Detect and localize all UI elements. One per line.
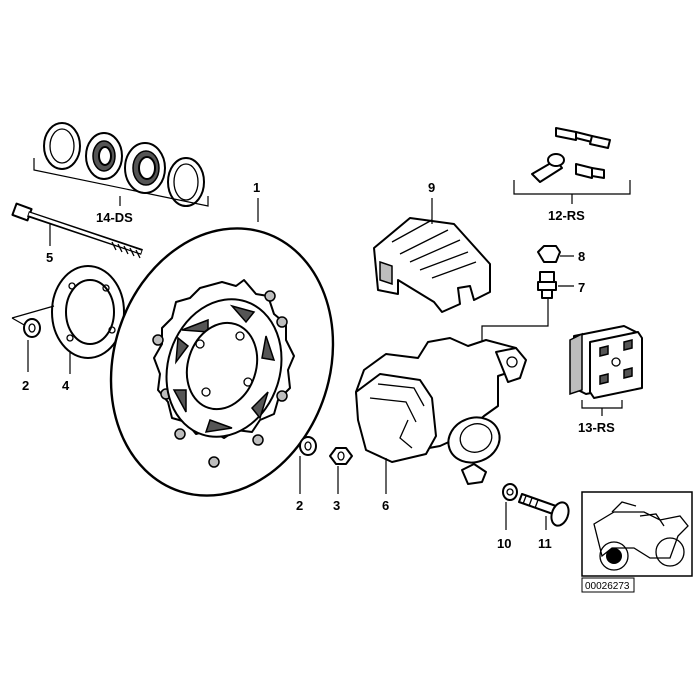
- label-1: 1: [253, 180, 260, 195]
- caliper-bolt[interactable]: [518, 493, 572, 528]
- brake-disc[interactable]: [77, 199, 366, 524]
- brake-caliper[interactable]: [355, 337, 527, 485]
- label-7: 7: [578, 280, 585, 295]
- long-bolt[interactable]: [11, 202, 143, 259]
- label-14-ds: 14-DS: [96, 210, 133, 225]
- bleed-valve[interactable]: [537, 271, 557, 299]
- label-2-left: 2: [22, 378, 29, 393]
- motorcycle-thumbnail: [581, 491, 693, 577]
- diagram-code-box: 00026273: [581, 577, 635, 593]
- label-5: 5: [46, 250, 53, 265]
- label-8: 8: [578, 249, 585, 264]
- hex-nut[interactable]: [329, 447, 353, 465]
- label-13-rs: 13-RS: [578, 420, 615, 435]
- brake-pads[interactable]: [569, 325, 643, 399]
- label-2-right: 2: [296, 498, 303, 513]
- label-11: 11: [538, 536, 552, 551]
- label-4: 4: [62, 378, 70, 393]
- seal-set-group[interactable]: [43, 122, 205, 207]
- label-9: 9: [428, 180, 435, 195]
- washer-caliper[interactable]: [502, 483, 518, 501]
- diagram-code: 00026273: [585, 581, 630, 592]
- label-6: 6: [382, 498, 389, 513]
- bleed-cap[interactable]: [537, 245, 561, 263]
- hub-flange[interactable]: [51, 265, 125, 359]
- label-10: 10: [497, 536, 511, 551]
- washer-left[interactable]: [23, 318, 41, 338]
- pin-kit[interactable]: [531, 127, 611, 183]
- washer-right[interactable]: [299, 436, 317, 456]
- caliper-cover[interactable]: [373, 217, 491, 313]
- label-12-rs: 12-RS: [548, 208, 585, 223]
- label-3: 3: [333, 498, 340, 513]
